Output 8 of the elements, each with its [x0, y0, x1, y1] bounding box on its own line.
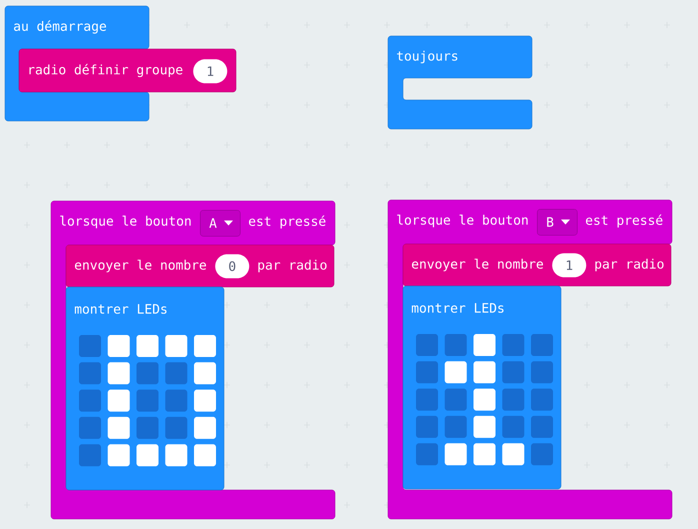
number-field: 0 [215, 254, 250, 278]
led-block: montrer LEDs [402, 286, 562, 490]
dropdown-field: B [537, 209, 578, 236]
number-field: 1 [552, 253, 586, 278]
dropdown-field: A [200, 210, 240, 236]
event-block: toujours [388, 36, 532, 130]
led-block: montrer LEDs [66, 286, 224, 490]
number-field: 1 [193, 59, 228, 84]
